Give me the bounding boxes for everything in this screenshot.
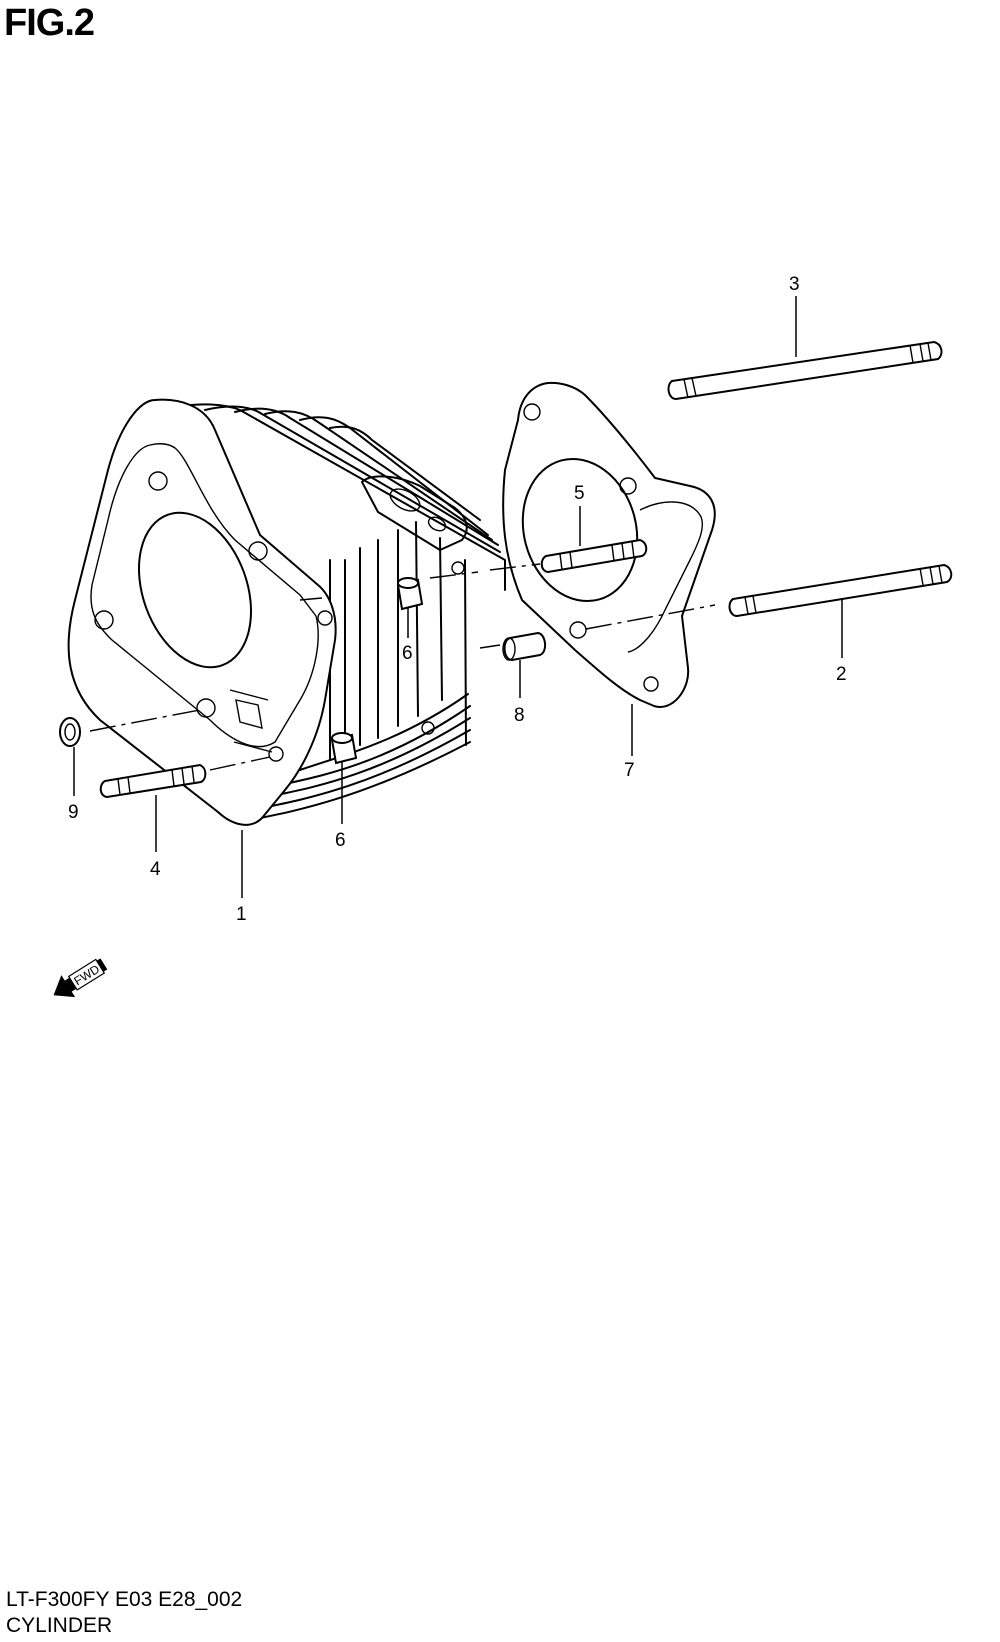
callout-3: 3 bbox=[789, 274, 800, 295]
callout-6-lower: 6 bbox=[335, 830, 346, 851]
bushing-upper[interactable] bbox=[396, 577, 424, 611]
callout-9: 9 bbox=[68, 802, 79, 823]
callout-6-upper: 6 bbox=[402, 643, 413, 664]
short-stud-upper[interactable] bbox=[540, 538, 648, 574]
alignment-lines bbox=[89, 563, 716, 771]
o-ring[interactable] bbox=[59, 717, 81, 747]
model-code: LT-F300FY E03 E28_002 bbox=[6, 1588, 243, 1611]
section-name: CYLINDER bbox=[6, 1614, 113, 1637]
fwd-icon bbox=[67, 958, 106, 991]
long-stud-lower[interactable] bbox=[728, 563, 953, 618]
cylinder-bore bbox=[137, 511, 253, 669]
short-stud-lower[interactable] bbox=[99, 763, 207, 799]
bushing-lower[interactable] bbox=[330, 732, 358, 765]
callout-5: 5 bbox=[574, 483, 585, 504]
callout-4: 4 bbox=[150, 859, 161, 880]
callout-8: 8 bbox=[514, 705, 525, 726]
callout-7: 7 bbox=[624, 760, 635, 781]
callout-1: 1 bbox=[236, 904, 247, 925]
cylinder-block[interactable] bbox=[67, 398, 506, 826]
cylinder-top-boss bbox=[361, 475, 468, 551]
dowel-pin[interactable] bbox=[502, 631, 546, 662]
leader-lines bbox=[73, 296, 843, 898]
callout-2: 2 bbox=[836, 664, 847, 685]
figure-title: FIG.2 bbox=[4, 2, 95, 44]
long-stud-upper[interactable] bbox=[667, 340, 943, 401]
forward-direction-arrow: FWD bbox=[53, 958, 108, 998]
cylinder-head-face bbox=[67, 398, 337, 826]
cylinder-fins bbox=[171, 403, 506, 821]
